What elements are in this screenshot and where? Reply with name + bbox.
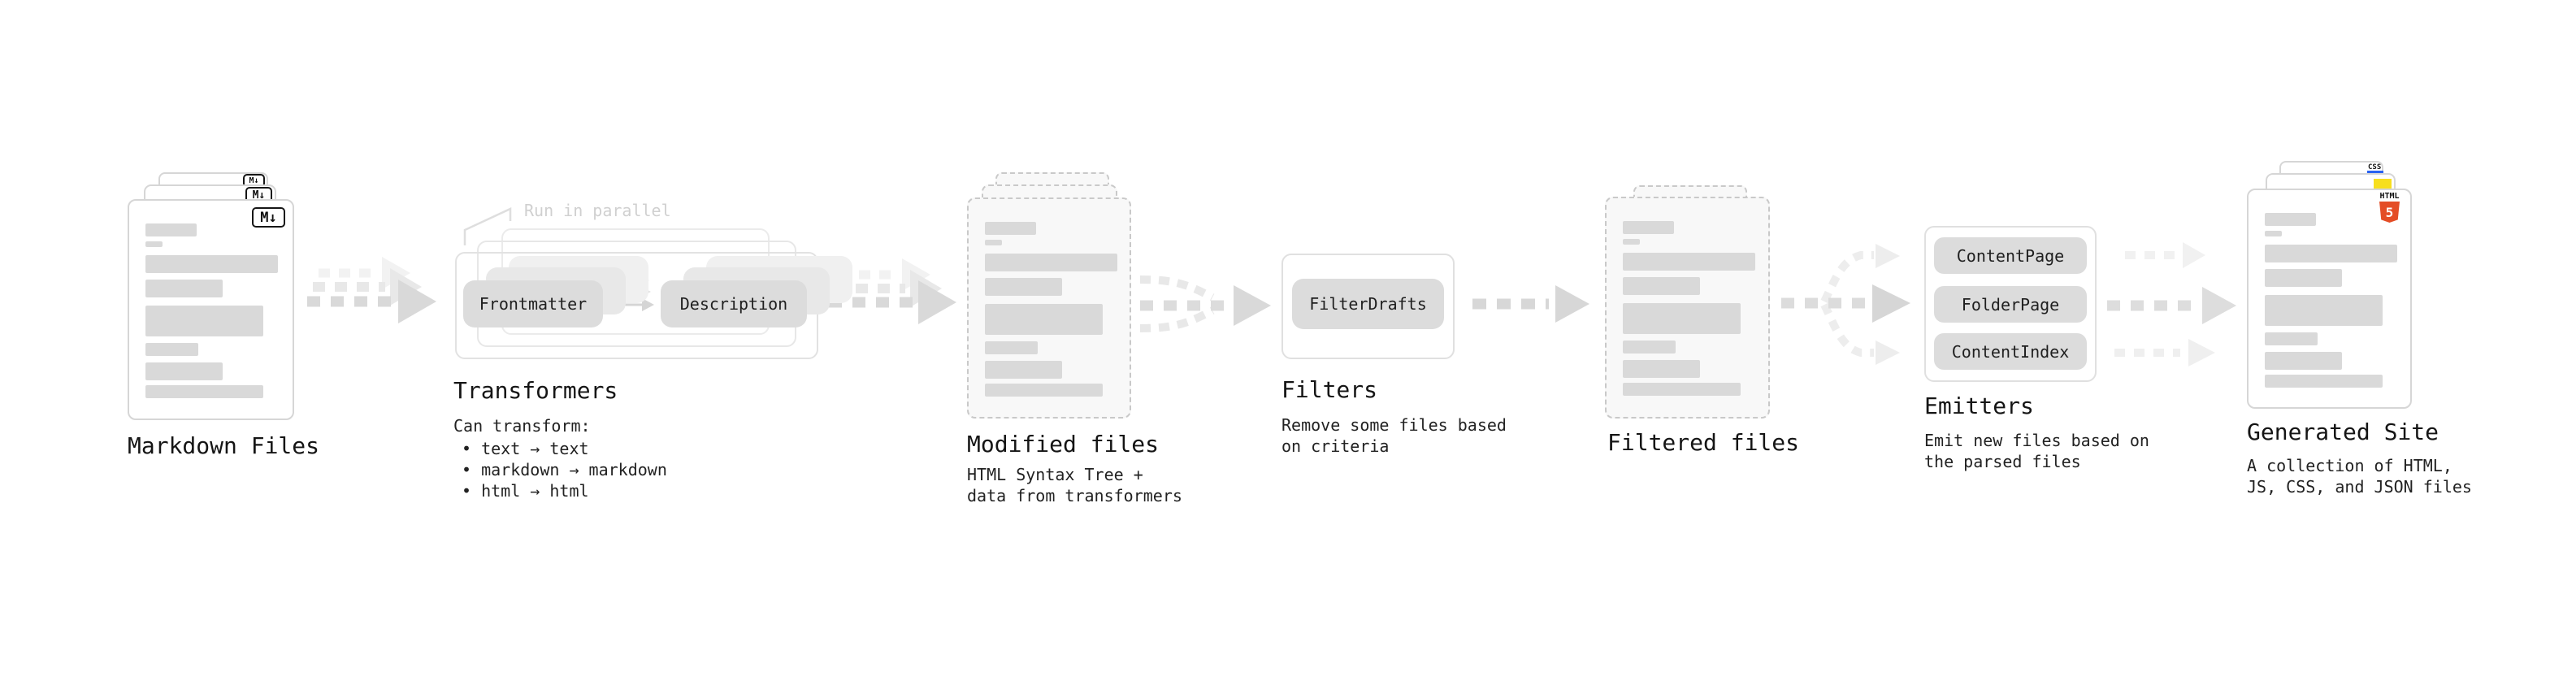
text-line-placeholders <box>2265 213 2397 388</box>
markdown-icon: M↓ <box>252 207 285 228</box>
arrow-modified-to-filters-merge <box>1139 275 1271 332</box>
filters-description: on criteria <box>1281 436 1390 456</box>
run-in-parallel-annotation: Run in parallel <box>524 201 671 220</box>
text-line-placeholders <box>985 222 1117 397</box>
modified-files-description: HTML Syntax Tree + <box>967 465 1143 484</box>
text-line-placeholders <box>145 223 278 398</box>
arrow-markdown-to-transformers <box>307 257 436 323</box>
node-label-filters: Filters <box>1281 376 1378 403</box>
filters-description: Remove some files based <box>1281 415 1507 435</box>
node-label-emitters: Emitters <box>1924 393 2034 419</box>
node-label-filtered-files: Filtered files <box>1607 429 1800 456</box>
css-file-icon: CSS <box>2368 163 2382 171</box>
frontmatter-pill: Frontmatter <box>463 280 603 327</box>
emitters-description: Emit new files based on <box>1924 431 2149 450</box>
filterdrafts-pill: FilterDrafts <box>1292 279 1444 329</box>
filtered-file-card-front <box>1605 197 1770 419</box>
markdown-file-card-front <box>128 199 294 420</box>
folderpage-pill: FolderPage <box>1934 286 2087 323</box>
description-pill: Description <box>661 280 807 327</box>
html5-shield: 5 <box>2379 202 2400 223</box>
generated-site-description: JS, CSS, and JSON files <box>2247 477 2472 497</box>
arrow-filters-to-filtered <box>1472 285 1589 323</box>
js-file-icon <box>2374 179 2392 189</box>
modified-file-card-front <box>967 197 1131 419</box>
transformers-bullet: • markdown → markdown <box>462 460 667 479</box>
transformers-bullet: • text → text <box>462 439 589 458</box>
generated-site-description: A collection of HTML, <box>2247 456 2452 475</box>
text-line-placeholders <box>1623 221 1755 396</box>
html5-label: HTML <box>2379 192 2400 201</box>
html5-file-icon: HTML 5 <box>2379 193 2400 223</box>
node-label-generated-site: Generated Site <box>2247 419 2439 445</box>
transformers-description-title: Can transform: <box>453 416 591 436</box>
transformers-bullet: • html → html <box>462 481 589 501</box>
arrow-filtered-to-emitters-split <box>1781 244 1910 365</box>
css-badge-underline <box>2367 171 2383 173</box>
contentpage-pill: ContentPage <box>1934 237 2087 274</box>
contentindex-pill: ContentIndex <box>1934 333 2087 370</box>
modified-files-description: data from transformers <box>967 486 1182 505</box>
node-label-markdown-files: Markdown Files <box>128 432 320 459</box>
arrow-emitters-to-generated <box>2107 242 2236 367</box>
node-label-transformers: Transformers <box>453 377 618 404</box>
emitters-description: the parsed files <box>1924 452 2081 471</box>
node-label-modified-files: Modified files <box>967 431 1160 458</box>
generated-file-card-html <box>2247 189 2412 409</box>
